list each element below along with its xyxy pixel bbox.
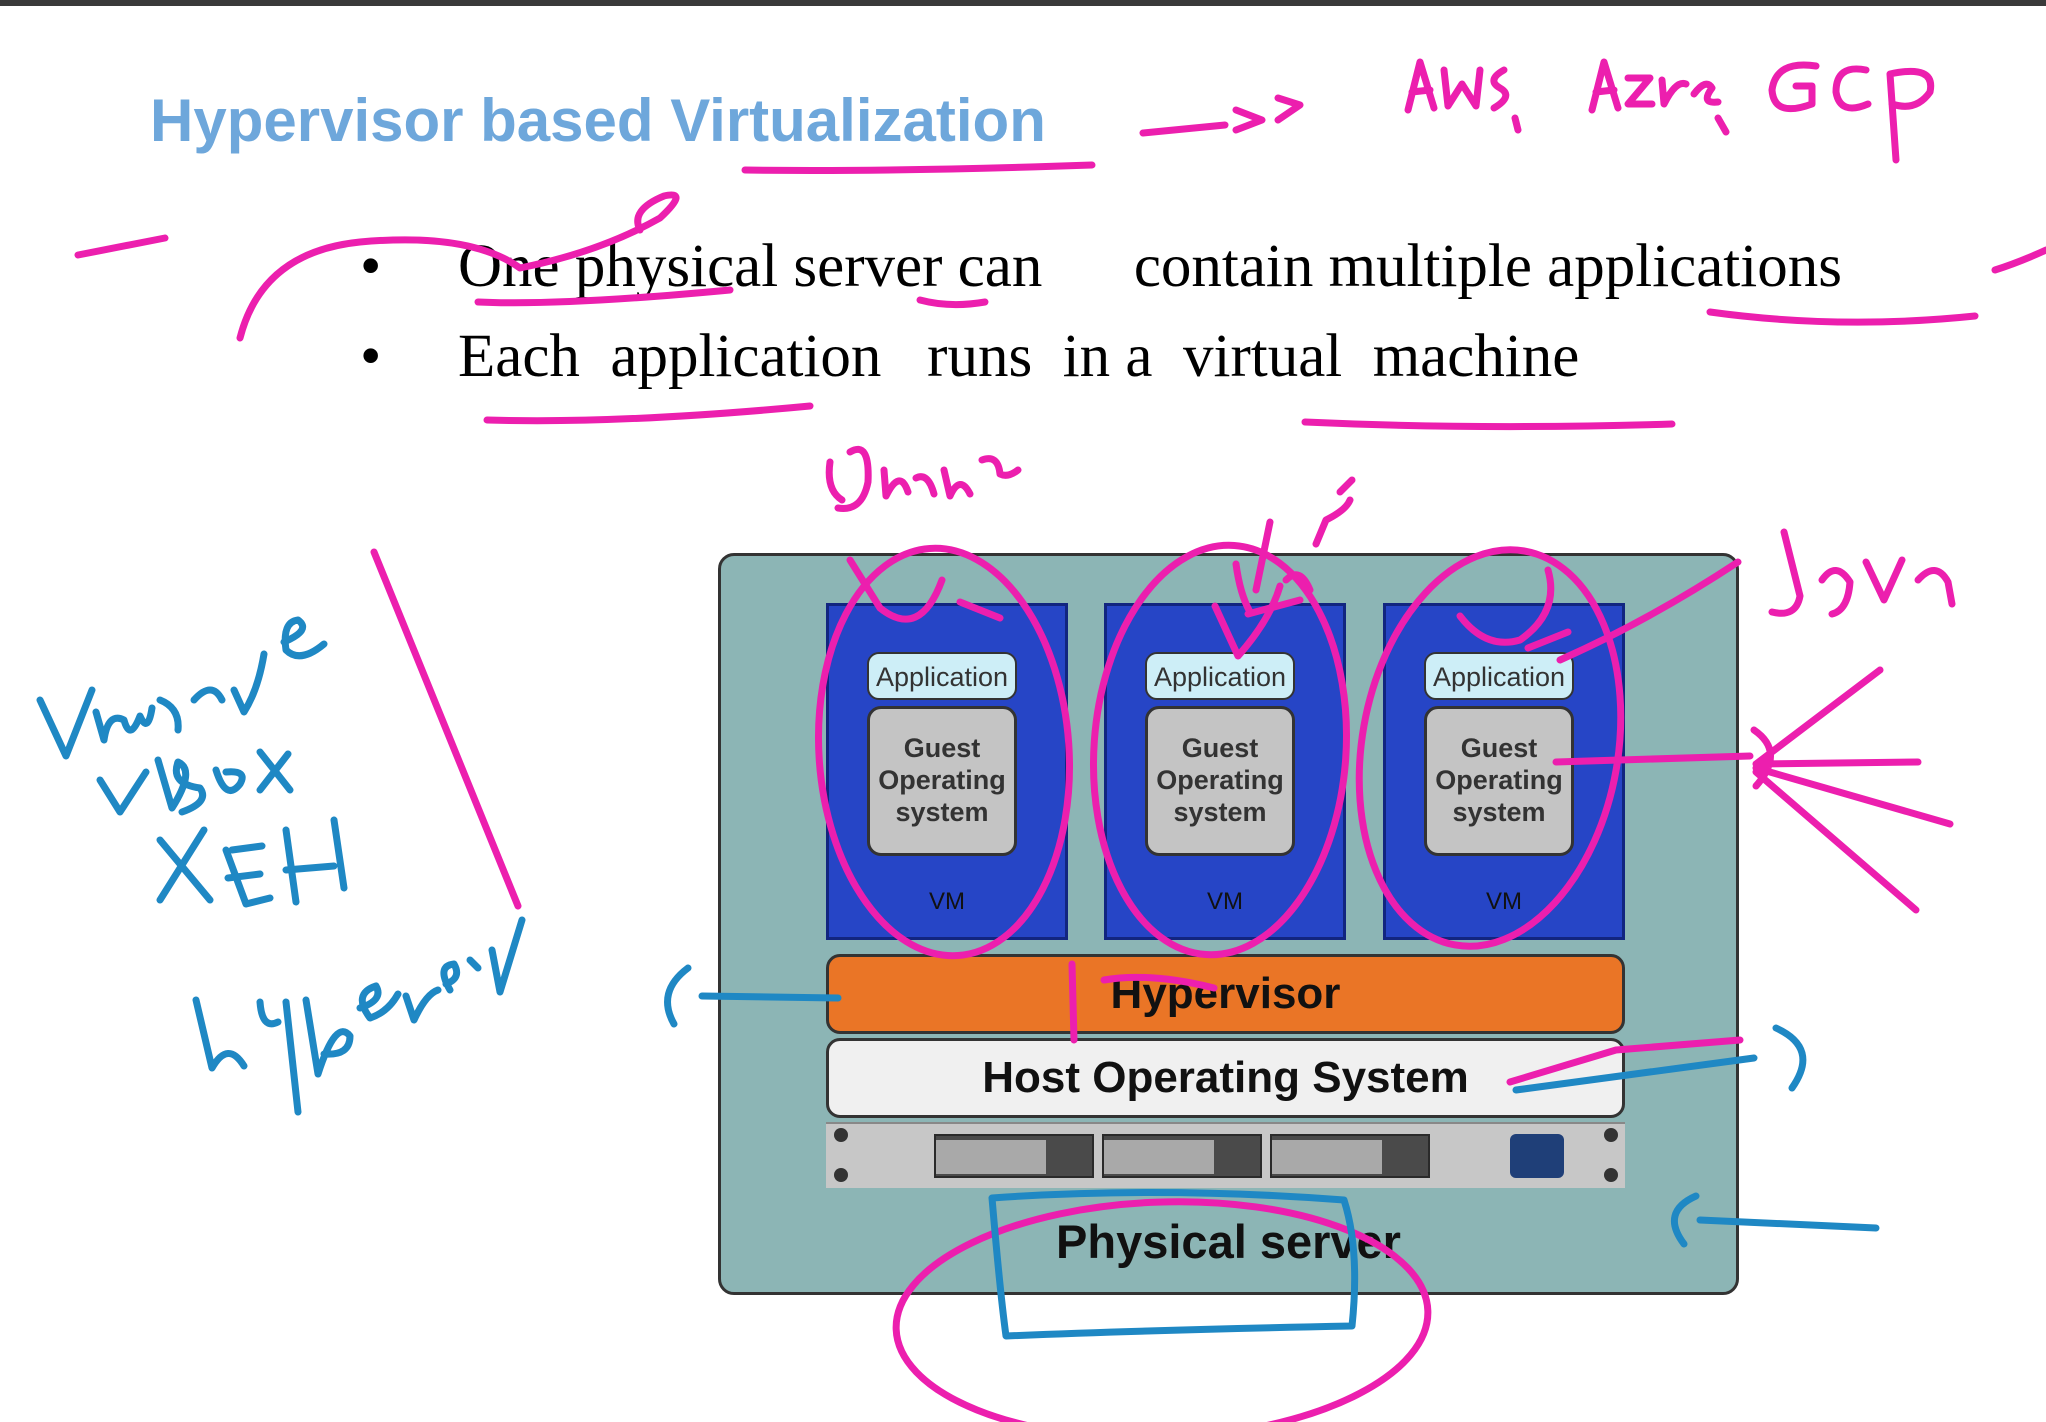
vm-box: Application Guest Operating system VM <box>826 603 1068 940</box>
physical-server-label: Physical server <box>1056 1215 1401 1268</box>
bullet-text: Each application runs in a virtual machi… <box>458 323 1580 390</box>
application-box: Application <box>1145 652 1295 700</box>
hypervisor-layer: Hypervisor <box>826 954 1625 1034</box>
cloud-arrow <box>1139 94 1304 137</box>
xen-text-ink <box>156 816 348 908</box>
host-os-layer: Host Operating System <box>826 1038 1625 1118</box>
drive-bay-icon <box>934 1134 1094 1178</box>
drive-bay-icon <box>1102 1134 1262 1178</box>
guest-os-box: Guest Operating system <box>1424 706 1574 856</box>
title-underline <box>741 161 1096 174</box>
vmware-text-ink <box>36 616 328 760</box>
vm-box: Application Guest Operating system VM <box>1383 603 1625 940</box>
gcp-text-ink <box>1768 61 1935 164</box>
vm-oval <box>814 544 1074 960</box>
top-border <box>0 0 2046 6</box>
server-rack-icon <box>826 1122 1625 1188</box>
hyperv-text-ink <box>192 916 526 1116</box>
vm-label: VM <box>1207 888 1243 915</box>
swoosh <box>236 191 680 342</box>
vm-oval <box>1355 546 1625 950</box>
drive-bay-icon <box>1270 1134 1430 1178</box>
screw-icon <box>1604 1128 1618 1142</box>
java-text-ink <box>1768 528 1956 618</box>
vm-label: VM <box>1486 888 1522 915</box>
application-box: Application <box>1424 652 1574 700</box>
azure-text-ink <box>1588 58 1722 114</box>
screw-icon <box>1604 1168 1618 1182</box>
screw-icon <box>834 1128 848 1142</box>
bullet-dot-icon: • <box>360 233 382 300</box>
left-dash <box>74 234 169 259</box>
application-box: Application <box>867 652 1017 700</box>
nginx-text-ink <box>825 445 1022 512</box>
power-button-icon <box>1510 1134 1564 1178</box>
screw-icon <box>834 1168 848 1182</box>
guest-os-box: Guest Operating system <box>867 706 1017 856</box>
guest-os-box: Guest Operating system <box>1145 706 1295 856</box>
bullet-dot-icon: • <box>360 323 382 390</box>
aws-text-ink <box>1404 58 1510 114</box>
vbox-text-ink <box>96 748 294 816</box>
slide-title: Hypervisor based Virtualization <box>150 87 1046 154</box>
vm-oval <box>1089 541 1351 959</box>
vm-label: VM <box>929 888 965 915</box>
physical-oval <box>892 1198 1432 1422</box>
